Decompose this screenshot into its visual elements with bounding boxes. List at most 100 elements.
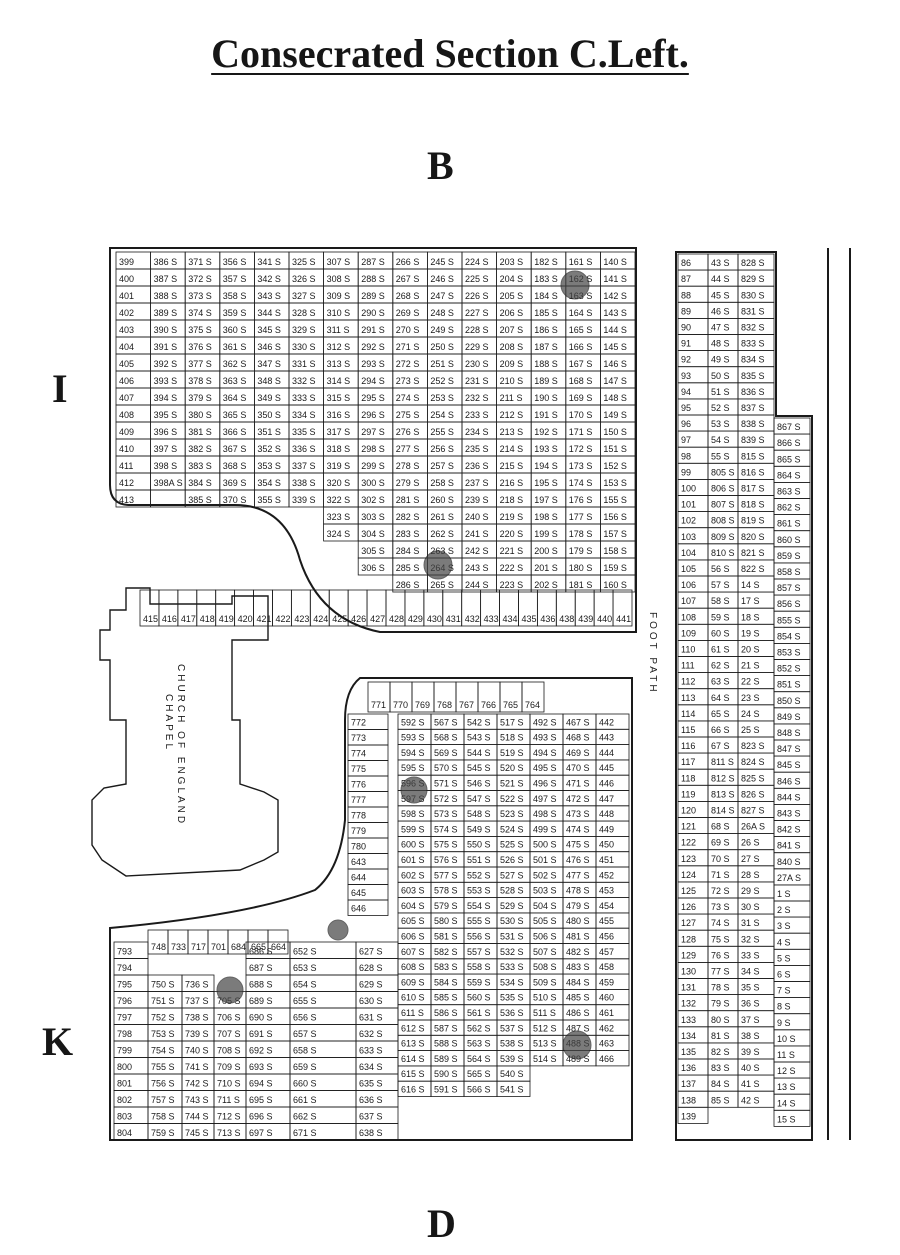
plot-number: 219 S: [500, 512, 524, 522]
plot-number: 634 S: [359, 1062, 383, 1072]
plot-number: 601 S: [401, 855, 425, 865]
plot-number: 825 S: [741, 773, 765, 783]
plot-number: 419: [219, 614, 234, 624]
plot-number: 521 S: [500, 779, 524, 789]
plot-number: 613 S: [401, 1039, 425, 1049]
plot-cell: [347, 899, 389, 916]
plot-number: 248 S: [430, 308, 454, 318]
plot-number: 124: [681, 870, 696, 880]
plot-number: 220 S: [500, 529, 524, 539]
plot-number: 69 S: [711, 838, 730, 848]
plot-number: 535 S: [500, 993, 524, 1003]
plot-number: 807 S: [711, 500, 735, 510]
plot-number: 541 S: [500, 1085, 524, 1095]
plot-number: 385 S: [188, 495, 212, 505]
plot-number: 752 S: [151, 1013, 175, 1023]
plot-number: 391 S: [154, 342, 178, 352]
plot-number: 466: [599, 1054, 614, 1064]
plot-number: 517 S: [500, 717, 524, 727]
plot-number: 361 S: [223, 342, 247, 352]
plot-number: 28 S: [741, 870, 760, 880]
plot-number: 518 S: [500, 733, 524, 743]
plot-number: 296 S: [361, 410, 385, 420]
plot-number: 691 S: [249, 1029, 273, 1039]
plot-number: 121: [681, 822, 696, 832]
plot-number: 797: [117, 1013, 132, 1023]
plot-number: 85 S: [711, 1095, 730, 1105]
plot-number: 371 S: [188, 257, 212, 267]
plot-cell: [677, 1106, 709, 1124]
plot-number: 59 S: [711, 612, 730, 622]
plot-number: 485 S: [566, 993, 590, 1003]
plot-number: 378 S: [188, 376, 212, 386]
plot-number: 232 S: [465, 393, 489, 403]
plot-number: 401: [119, 291, 134, 301]
plot-number: 664: [271, 942, 286, 952]
plot-number: 417: [181, 614, 196, 624]
plot-number: 819 S: [741, 516, 765, 526]
plot-number: 696 S: [249, 1112, 273, 1122]
plot-number: 338 S: [292, 478, 316, 488]
plot-number: 191 S: [534, 410, 558, 420]
plot-number: 656 S: [293, 1013, 317, 1023]
plot-number: 529 S: [500, 901, 524, 911]
plot-number: 448: [599, 809, 614, 819]
plot-number: 772: [351, 718, 366, 728]
plot-number: 460: [599, 993, 614, 1003]
plot-number: 400: [119, 274, 134, 284]
chapel-label-line1: CHURCH OF ENGLAND: [175, 664, 186, 826]
plot-number: 4 S: [777, 937, 791, 947]
plot-number: 580 S: [434, 916, 458, 926]
plot-number: 693 S: [249, 1062, 273, 1072]
plot-number: 822 S: [741, 564, 765, 574]
plot-number: 14 S: [777, 1098, 796, 1108]
plot-number: 209 S: [500, 359, 524, 369]
plot-number: 273 S: [396, 376, 420, 386]
plot-number: 441: [616, 614, 631, 624]
plot-number: 169 S: [569, 393, 593, 403]
plot-number: 384 S: [188, 478, 212, 488]
plot-number: 653 S: [293, 963, 317, 973]
plot-number: 80 S: [711, 1015, 730, 1025]
plot-number: 247 S: [430, 291, 454, 301]
plot-number: 285 S: [396, 563, 420, 573]
plot-number: 107: [681, 596, 696, 606]
plot-cell: [521, 681, 545, 713]
plot-number: 811 S: [711, 757, 734, 767]
plot-number: 159 S: [603, 563, 627, 573]
plot-number: 103: [681, 532, 696, 542]
plot-number: 717: [191, 942, 206, 952]
plot-number: 161 S: [569, 257, 593, 267]
plot-number: 528 S: [500, 886, 524, 896]
plot-number: 482 S: [566, 947, 590, 957]
plot-number: 530 S: [500, 916, 524, 926]
plot-number: 181 S: [569, 580, 593, 590]
plot-number: 136: [681, 1063, 696, 1073]
plot-number: 446: [599, 779, 614, 789]
plot-number: 552 S: [467, 870, 491, 880]
plot-number: 222 S: [500, 563, 524, 573]
plot-number: 411: [119, 461, 133, 471]
plot-number: 499 S: [533, 824, 557, 834]
plot-number: 93: [681, 371, 691, 381]
plot-number: 245 S: [430, 257, 454, 267]
plot-number: 236 S: [465, 461, 489, 471]
plot-number: 570 S: [434, 763, 458, 773]
plot-number: 45 S: [711, 290, 730, 300]
plot-number: 207 S: [500, 325, 524, 335]
plot-number: 283 S: [396, 529, 420, 539]
plot-number: 292 S: [361, 342, 385, 352]
plot-number: 173 S: [569, 461, 593, 471]
plot-number: 594 S: [401, 748, 425, 758]
plot-number: 142 S: [603, 291, 627, 301]
plot-number: 225 S: [465, 274, 489, 284]
plot-number: 254 S: [430, 410, 454, 420]
plot-number: 116: [681, 741, 695, 751]
plot-number: 602 S: [401, 870, 425, 880]
plot-number: 185 S: [534, 308, 558, 318]
plot-number: 507 S: [533, 947, 557, 957]
plot-number: 26A S: [741, 822, 765, 832]
plot-number: 39 S: [741, 1047, 760, 1057]
plot-number: 610 S: [401, 993, 425, 1003]
plot-number: 106: [681, 580, 696, 590]
